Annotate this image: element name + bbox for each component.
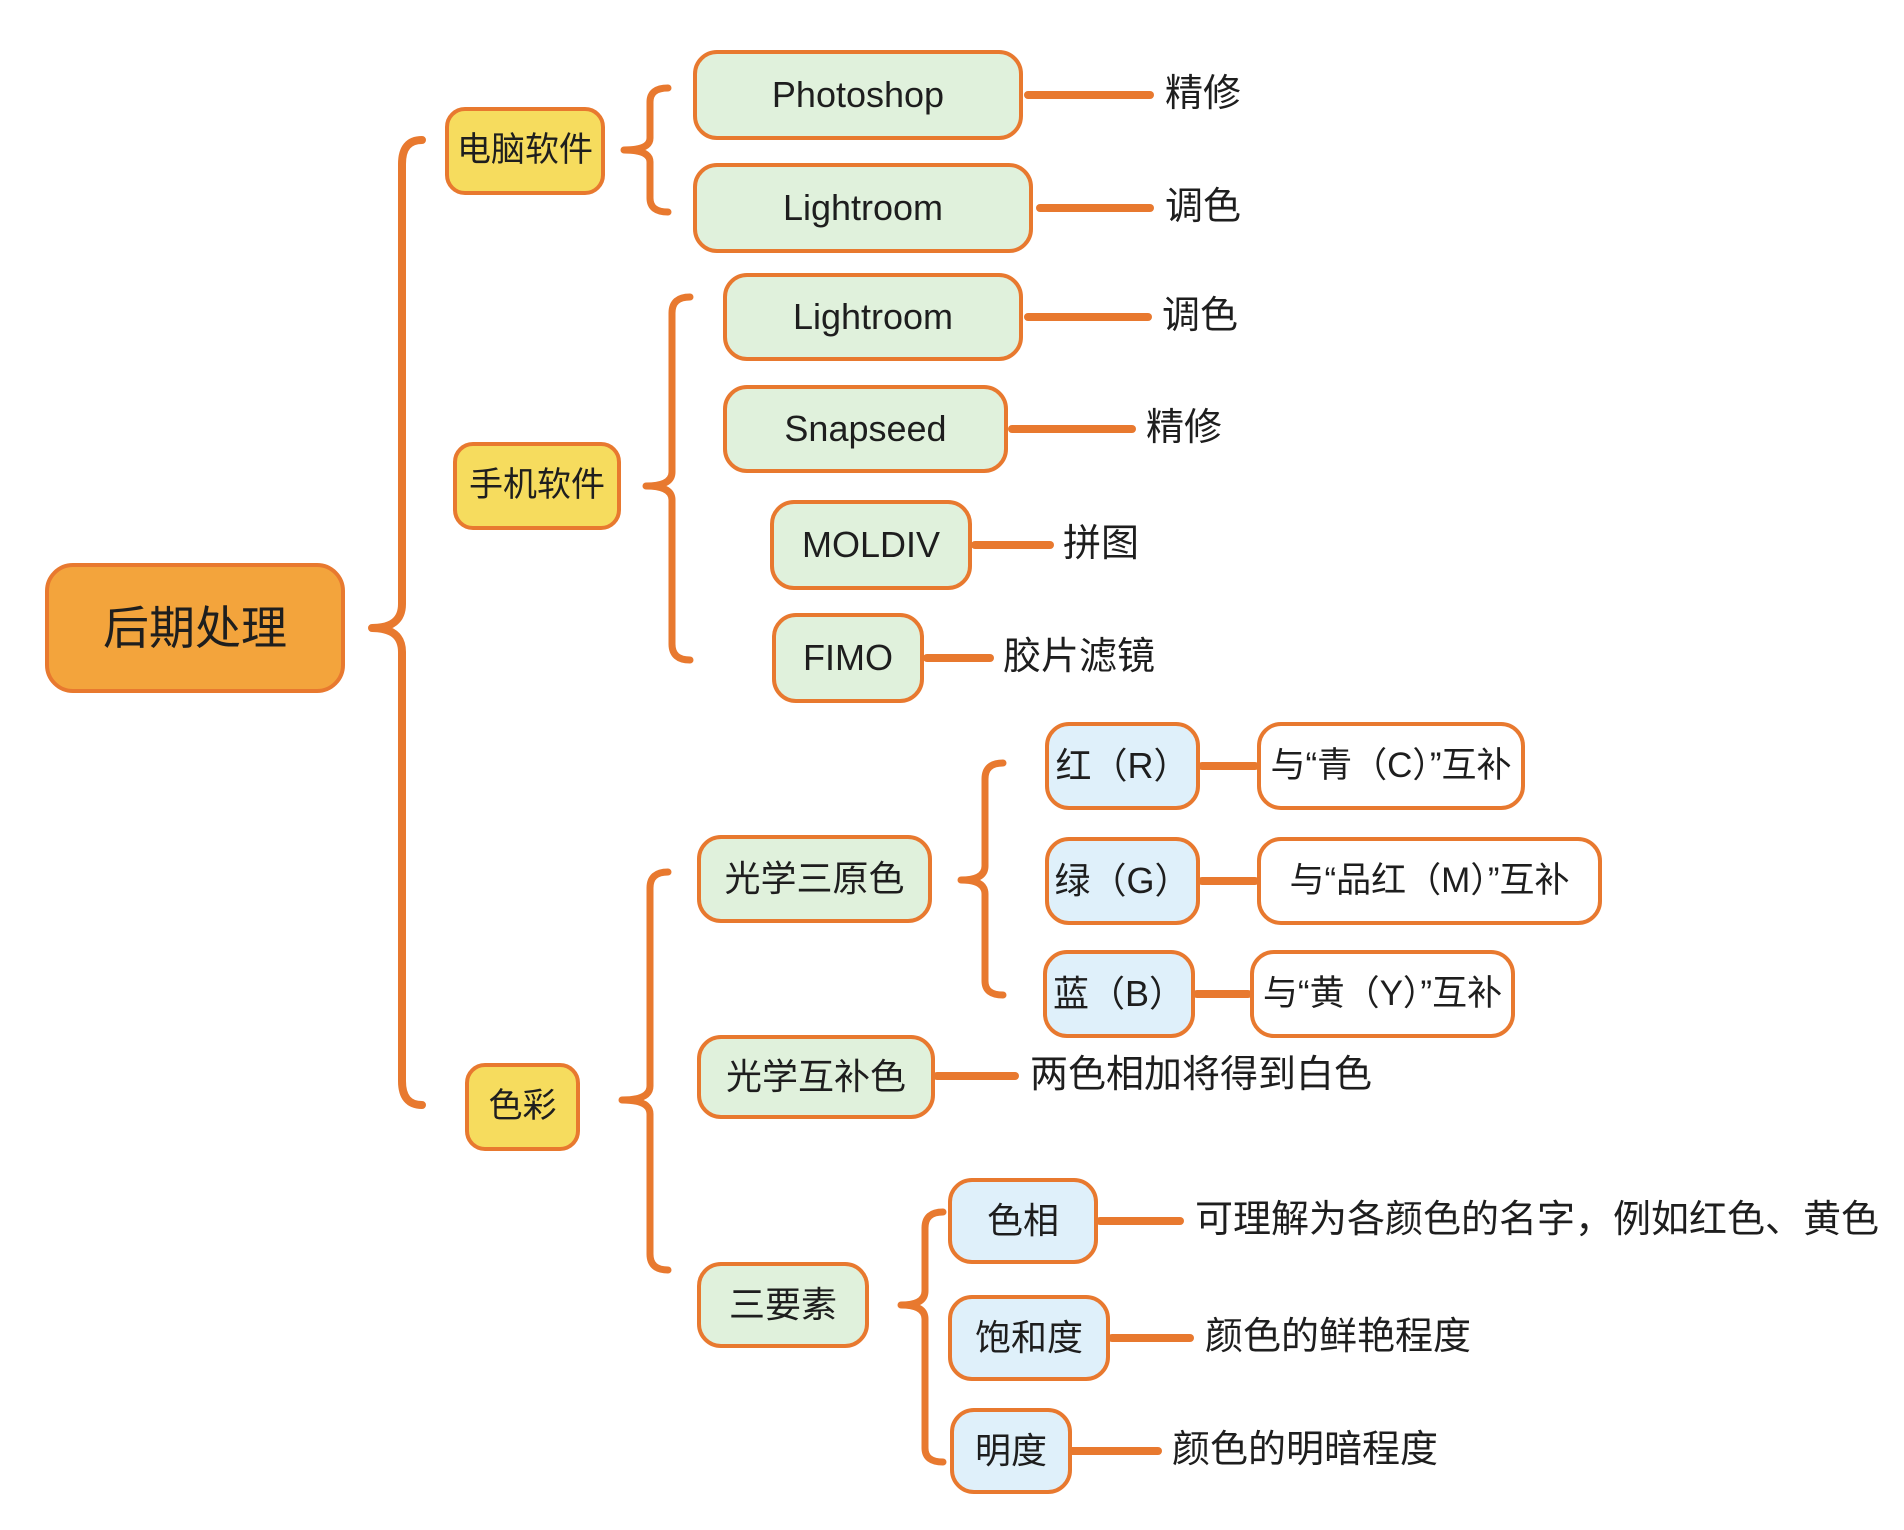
node-yellow-complement[interactable]: 与“黄（Y）”互补 — [1250, 950, 1515, 1038]
node-hue[interactable]: 色相 — [948, 1178, 1098, 1264]
node-cyan-complement[interactable]: 与“青（C）”互补 — [1257, 722, 1525, 810]
node-green-g[interactable]: 绿（G） — [1045, 837, 1200, 925]
brace-rgb-primaries — [957, 759, 1007, 999]
node-moldiv[interactable]: MOLDIV — [770, 500, 972, 590]
node-saturation[interactable]: 饱和度 — [948, 1295, 1110, 1381]
node-magenta-complement[interactable]: 与“品红（M）”互补 — [1257, 837, 1602, 925]
note-snapseed[interactable]: 精修 — [1146, 407, 1223, 450]
note-complementary-colors[interactable]: 两色相加将得到白色 — [1030, 1054, 1373, 1097]
node-rgb-primaries[interactable]: 光学三原色 — [697, 835, 932, 923]
node-lightroom-mobile[interactable]: Lightroom — [723, 273, 1023, 361]
note-lightroom-pc[interactable]: 调色 — [1165, 186, 1242, 229]
brace-root — [368, 136, 426, 1109]
node-fimo[interactable]: FIMO — [772, 613, 924, 703]
note-hue[interactable]: 可理解为各颜色的名字，例如红色、黄色 — [1195, 1199, 1880, 1242]
node-snapseed[interactable]: Snapseed — [723, 385, 1008, 473]
node-photoshop[interactable]: Photoshop — [693, 50, 1023, 140]
branch-mobile-software[interactable]: 手机软件 — [453, 442, 621, 530]
node-root[interactable]: 后期处理 — [45, 563, 345, 693]
note-moldiv[interactable]: 拼图 — [1063, 523, 1140, 566]
node-red-r[interactable]: 红（R） — [1045, 722, 1200, 810]
note-fimo[interactable]: 胶片滤镜 — [1003, 636, 1156, 679]
branch-color[interactable]: 色彩 — [465, 1063, 580, 1151]
brace-computer-software — [620, 84, 672, 216]
node-brightness[interactable]: 明度 — [950, 1408, 1072, 1494]
note-brightness[interactable]: 颜色的明暗程度 — [1172, 1429, 1439, 1472]
brace-three-elements — [897, 1208, 947, 1466]
brace-color — [618, 868, 672, 1274]
node-three-elements[interactable]: 三要素 — [697, 1262, 869, 1348]
note-photoshop[interactable]: 精修 — [1165, 73, 1242, 116]
node-blue-b[interactable]: 蓝（B） — [1043, 950, 1195, 1038]
node-lightroom-pc[interactable]: Lightroom — [693, 163, 1033, 253]
note-lightroom-mobile[interactable]: 调色 — [1162, 295, 1239, 338]
brace-mobile-software — [642, 293, 694, 664]
branch-computer-software[interactable]: 电脑软件 — [445, 107, 605, 195]
node-complementary-colors[interactable]: 光学互补色 — [697, 1035, 935, 1119]
note-saturation[interactable]: 颜色的鲜艳程度 — [1205, 1316, 1472, 1359]
